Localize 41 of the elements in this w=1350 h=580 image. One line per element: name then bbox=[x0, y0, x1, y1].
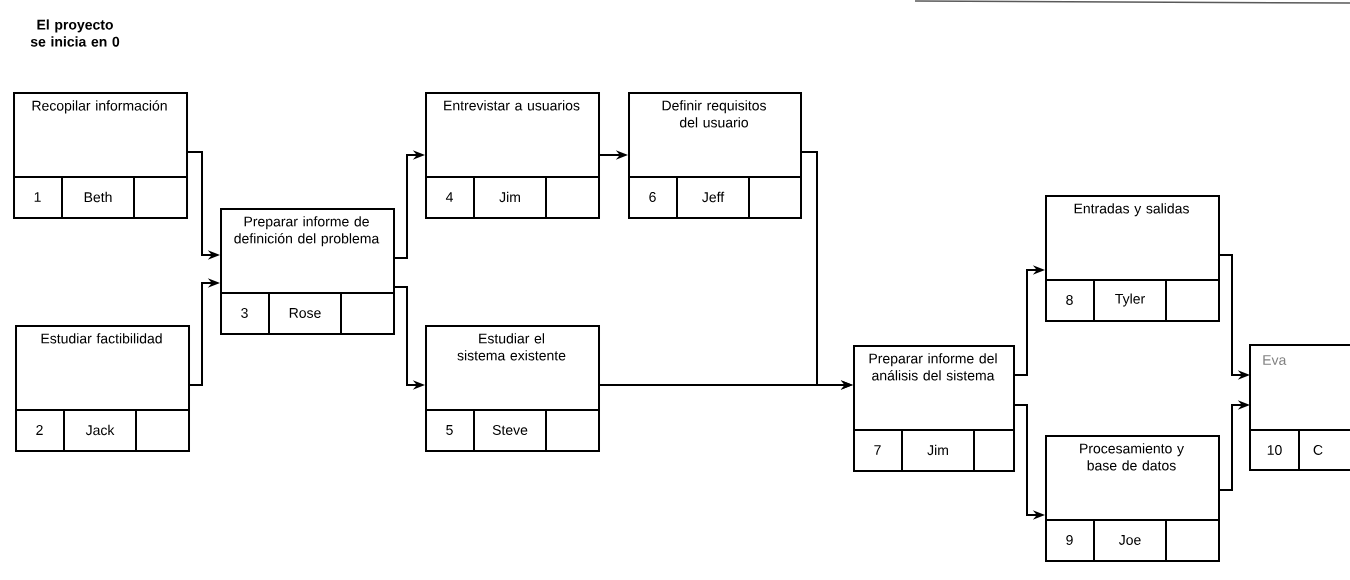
task-number: 9 bbox=[1066, 535, 1073, 545]
task-title: Estudiar factibilidad bbox=[41, 333, 162, 344]
task-title: Entradas y salidas bbox=[1074, 203, 1189, 217]
task-title: Estudiar el sistema existente bbox=[457, 333, 566, 361]
task-box bbox=[1044, 435, 1220, 562]
task-box bbox=[424, 92, 600, 219]
person-name: Jack bbox=[85, 424, 115, 436]
task-box bbox=[14, 325, 190, 452]
person-name: Jeff bbox=[702, 191, 725, 203]
person-name: Joe bbox=[1118, 535, 1141, 545]
start-note: El proyecto se inicia en 0 bbox=[30, 19, 120, 47]
person-name: Beth bbox=[84, 191, 112, 203]
task-box bbox=[627, 92, 802, 219]
task-title: Recopilar información bbox=[32, 100, 167, 114]
task-title: Entrevistar a usuarios bbox=[444, 100, 580, 111]
task-title: Preparar informe de definición del problema bbox=[234, 216, 380, 247]
task-number: 7 bbox=[874, 445, 881, 455]
task-number: 6 bbox=[649, 192, 656, 202]
person-name: Jim bbox=[499, 191, 520, 203]
person-name: Steve bbox=[492, 425, 528, 435]
task-title: Preparar informe del análisis del sistema bbox=[869, 353, 997, 381]
task-box bbox=[424, 325, 600, 452]
task-box bbox=[1249, 344, 1350, 471]
task-number: 5 bbox=[446, 425, 453, 435]
task-number: 2 bbox=[36, 425, 43, 435]
task-title: Eva bbox=[1263, 355, 1287, 365]
person-name: Jim bbox=[927, 444, 948, 456]
person-name: Tyler bbox=[1115, 293, 1145, 307]
task-title: Definir requisitos del usuario bbox=[662, 100, 766, 128]
task-number: 3 bbox=[241, 308, 248, 318]
task-number: 8 bbox=[1066, 295, 1073, 305]
task-box bbox=[219, 208, 395, 335]
task-number: 10 bbox=[1267, 445, 1282, 455]
task-box bbox=[1044, 195, 1220, 322]
task-box bbox=[852, 345, 1015, 472]
person-name: C bbox=[1313, 445, 1323, 455]
task-box bbox=[12, 92, 188, 219]
task-number: 4 bbox=[445, 192, 453, 202]
task-title: Procesamiento y base de datos bbox=[1080, 443, 1184, 471]
person-name: Rose bbox=[289, 308, 321, 318]
task-number: 1 bbox=[34, 192, 41, 202]
